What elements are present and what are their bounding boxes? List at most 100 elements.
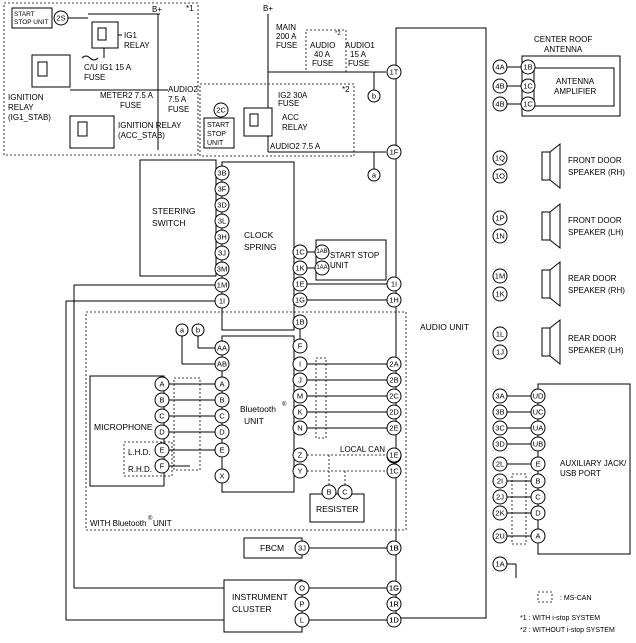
svg-text:3L: 3L [218, 217, 226, 226]
svg-text:*2: *2 [335, 31, 341, 37]
svg-text:3D: 3D [495, 440, 505, 449]
svg-text:1G: 1G [389, 584, 399, 593]
svg-text:1M: 1M [217, 281, 227, 290]
ms-can-legend-swatch [537, 591, 553, 603]
svg-text:1I: 1I [391, 280, 397, 289]
audio2-fuse-label-3: FUSE [168, 105, 189, 114]
svg-text:2C: 2C [216, 106, 226, 115]
svg-text:UNIT: UNIT [207, 140, 224, 147]
svg-text:N: N [297, 424, 302, 433]
svg-text:UD: UD [533, 392, 544, 401]
svg-text:A: A [159, 380, 164, 389]
svg-text:F: F [298, 342, 303, 351]
svg-text:UNIT: UNIT [330, 261, 349, 270]
audio-fuse-label-3: FUSE [312, 59, 333, 68]
steering-switch [139, 159, 217, 277]
svg-text:E: E [159, 446, 164, 455]
antenna-title-2: ANTENNA [544, 45, 583, 54]
svg-text:a: a [180, 326, 185, 335]
svg-text:UNIT: UNIT [153, 519, 172, 528]
svg-text:1H: 1H [389, 296, 399, 305]
svg-text:®: ® [282, 401, 287, 408]
svg-text:1C: 1C [295, 248, 305, 257]
svg-text:SPEAKER (LH): SPEAKER (LH) [568, 346, 624, 355]
svg-text:FBCM: FBCM [260, 543, 284, 553]
local-can-label: LOCAL CAN [340, 445, 385, 454]
svg-text:C: C [342, 488, 348, 497]
svg-text:I: I [299, 360, 301, 369]
main-fuse-label-2: 200 A [276, 32, 297, 41]
svg-text:1Q: 1Q [495, 154, 505, 163]
svg-text:C: C [535, 493, 541, 502]
main-fuse-label-3: FUSE [276, 41, 297, 50]
svg-text:2U: 2U [495, 532, 505, 541]
aux-pins: 3A 3B 3C 3D 2L 2I 2J 2K 2U UD UC UA UB E… [492, 388, 546, 545]
svg-text:B: B [535, 477, 540, 486]
istop-box-2 [199, 83, 355, 157]
svg-text:1C: 1C [523, 100, 533, 109]
b-plus-left: B+ [152, 5, 162, 14]
svg-text:D: D [219, 428, 225, 437]
acc-relay-label-2: RELAY [282, 123, 308, 132]
b-plus-right: B+ [263, 4, 273, 13]
ig1-relay-label-1: IG1 [124, 31, 137, 40]
svg-text:Y: Y [297, 467, 302, 476]
svg-text:UC: UC [533, 408, 544, 417]
cluster-pins: O P L 1G 1R 1D [294, 580, 399, 628]
svg-text:START STOP: START STOP [330, 251, 379, 260]
ignition-relay-ig1-label-1: IGNITION [8, 93, 44, 102]
footnote-1: *1 : WITH i-stop SYSTEM [520, 615, 600, 622]
svg-text:Bluetooth: Bluetooth [240, 404, 276, 414]
svg-text:B: B [326, 488, 331, 497]
svg-text:2A: 2A [389, 360, 398, 369]
svg-text:UB: UB [533, 440, 543, 449]
svg-text:3A: 3A [495, 392, 504, 401]
antenna-pins: 4A 4B 4B 1B 1C 1C [492, 59, 536, 112]
svg-text:1G: 1G [295, 296, 305, 305]
lhd-rhd-box [123, 441, 173, 477]
svg-text:b: b [196, 326, 200, 335]
svg-text:AUXILIARY JACK/: AUXILIARY JACK/ [560, 459, 627, 468]
aux-box [537, 383, 631, 555]
resister [309, 493, 365, 523]
svg-text:X: X [219, 472, 224, 481]
svg-text:1G: 1G [389, 584, 399, 593]
svg-text:1K: 1K [295, 264, 304, 273]
svg-text:AMPLIFIER: AMPLIFIER [554, 87, 596, 96]
svg-text:®: ® [148, 515, 153, 522]
ignition-relay-ig1-label-3: (IG1_STAB) [8, 113, 51, 122]
svg-text:3B: 3B [217, 169, 226, 178]
svg-text:D: D [535, 509, 541, 518]
bluetooth-unit [221, 335, 295, 493]
speaker-front-lh: 1P 1N FRONT DOOR SPEAKER (LH) [492, 202, 624, 250]
audio2-fuse-label-2: 7.5 A [168, 95, 187, 104]
audio-unit-label: AUDIO UNIT [420, 322, 469, 332]
svg-text:2B: 2B [389, 376, 398, 385]
svg-text:RESISTER: RESISTER [316, 504, 359, 514]
start-stop-label-2: STOP UNIT [14, 19, 48, 26]
svg-text:START: START [207, 122, 230, 129]
svg-text:3F: 3F [218, 185, 227, 194]
svg-text:SWITCH: SWITCH [152, 218, 186, 228]
svg-text:1P: 1P [495, 214, 504, 223]
speaker-rear-rh: 1M 1K REAR DOOR SPEAKER (RH) [492, 260, 625, 308]
svg-text:STOP: STOP [207, 131, 226, 138]
svg-text:1O: 1O [495, 172, 505, 181]
svg-text:O: O [299, 584, 305, 593]
svg-text:2E: 2E [389, 424, 398, 433]
bluetooth-pins-right: F I J M K N Z Y [292, 338, 308, 479]
svg-text:1C: 1C [389, 467, 399, 476]
start-stop-unit-3 [315, 239, 387, 281]
svg-text:B: B [159, 396, 164, 405]
clock-spring-pins: 3B 3F 3D 3L 3H 3J 3M 1M 1I 1C 1K 1E 1G 1… [214, 165, 387, 330]
svg-text:A: A [535, 532, 540, 541]
svg-text:a: a [372, 171, 377, 180]
ms-can-legend: : MS-CAN [560, 595, 592, 602]
svg-text:b: b [372, 92, 376, 101]
ig1-relay-label-2: RELAY [124, 41, 150, 50]
svg-text:1B: 1B [389, 544, 398, 553]
svg-text:Z: Z [298, 451, 303, 460]
antenna-title-1: CENTER ROOF [534, 35, 592, 44]
svg-text:D: D [159, 428, 165, 437]
audio1-fuse-label-3: FUSE [348, 59, 369, 68]
